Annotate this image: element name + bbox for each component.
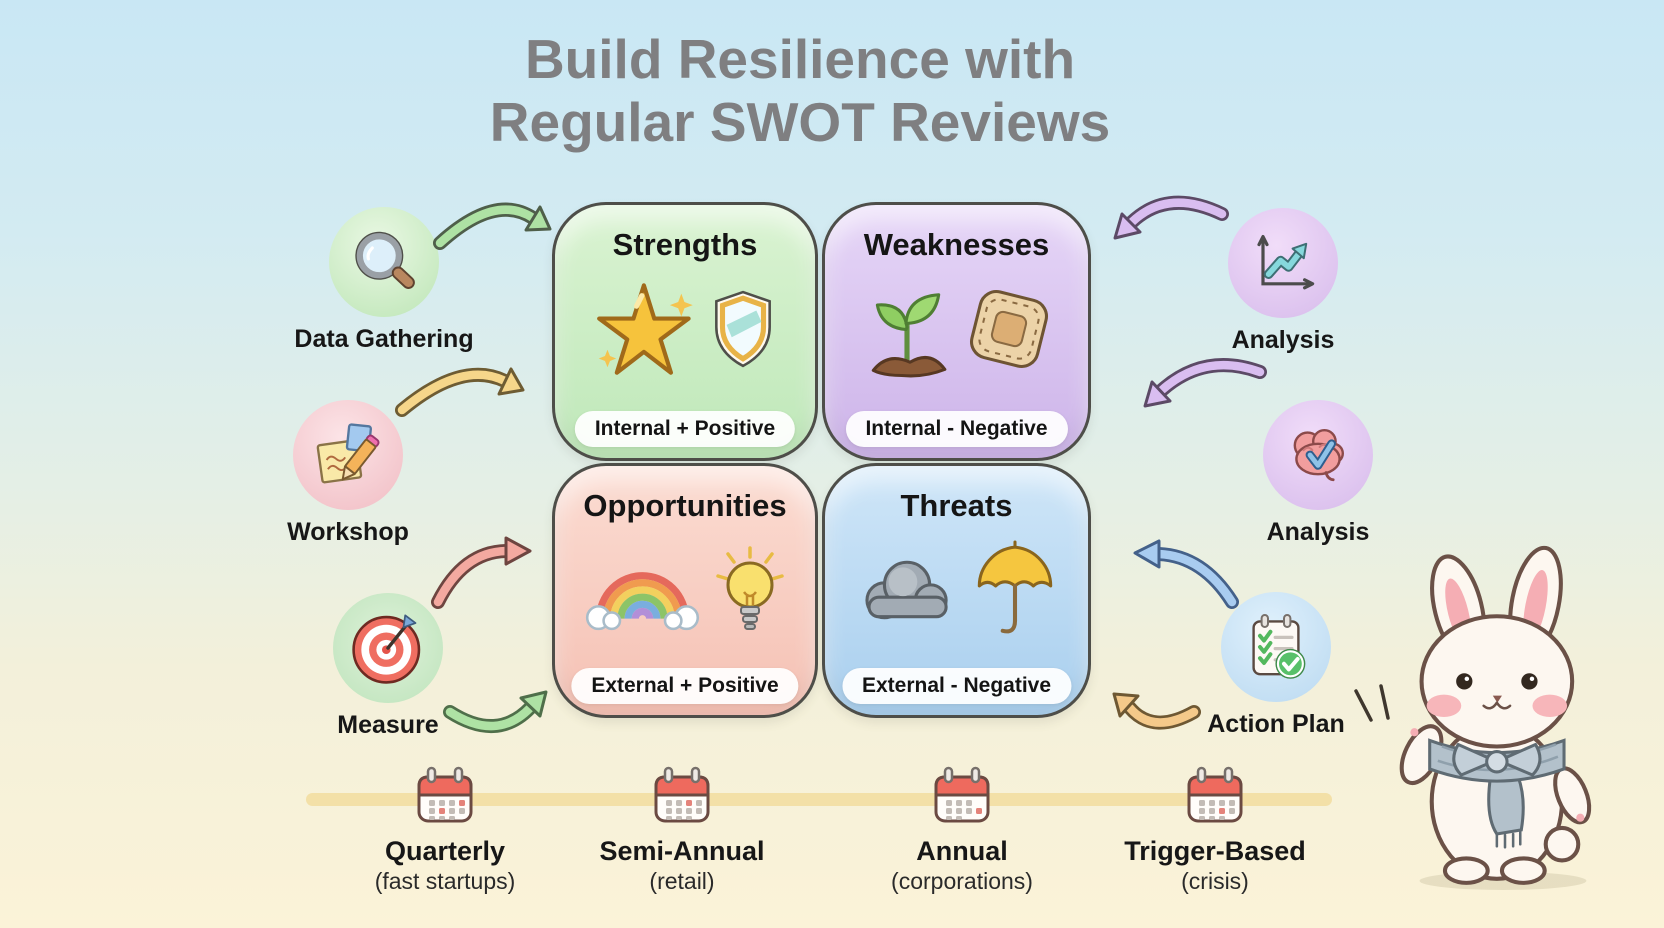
umbrella-icon (969, 539, 1061, 641)
brain-check-icon (1263, 400, 1373, 510)
rainbow-icon (584, 547, 702, 633)
timeline-label: Annual (916, 836, 1008, 866)
calendar-icon (1186, 765, 1244, 825)
checklist-icon (1221, 592, 1331, 702)
calendar-icon (933, 765, 991, 825)
bunny-illustration (1392, 545, 1618, 891)
weaknesses-icons (825, 267, 1088, 391)
step-label-analysis-chart: Analysis (1231, 326, 1335, 354)
step-label-workshop: Workshop (287, 518, 409, 546)
timeline-item-semi-annual: Semi-Annual (retail) (552, 765, 812, 895)
strengths-card: Strengths Internal + Positive (552, 202, 818, 461)
trend-chart-icon (1228, 208, 1338, 318)
strengths-icons (555, 267, 815, 391)
step-label-measure: Measure (337, 711, 439, 739)
step-measure: Measure (258, 593, 518, 740)
calendar-icon (653, 765, 711, 825)
lightbulb-icon (714, 544, 786, 636)
bandage-icon (965, 285, 1053, 373)
magnifier-icon (329, 207, 439, 317)
cloud-icon (853, 553, 957, 627)
page-title: Build Resilience with Regular SWOT Revie… (368, 28, 1232, 154)
timeline-item-annual: Annual (corporations) (832, 765, 1092, 895)
timeline-sublabel: (fast startups) (374, 868, 516, 894)
step-action-plan: Action Plan (1146, 592, 1406, 739)
timeline-label: Trigger-Based (1124, 836, 1306, 866)
timeline-item-trigger-based: Trigger-Based (crisis) (1085, 765, 1345, 895)
timeline-sublabel: (crisis) (1181, 868, 1249, 894)
strengths-tag: Internal + Positive (574, 411, 796, 447)
calendar-icon (416, 765, 474, 825)
target-icon (333, 593, 443, 703)
sprout-icon (861, 279, 953, 379)
step-analysis-chart: Analysis (1153, 208, 1413, 355)
opportunities-tag: External + Positive (571, 668, 799, 704)
timeline-item-quarterly: Quarterly (fast startups) (315, 765, 575, 895)
step-analysis-brain: Analysis (1188, 400, 1448, 547)
sticky-notes-pencil-icon (293, 400, 403, 510)
timeline-label: Quarterly (384, 836, 506, 866)
weaknesses-tag: Internal - Negative (845, 411, 1068, 447)
step-label-action-plan: Action Plan (1207, 710, 1345, 738)
timeline-sublabel: (retail) (649, 868, 715, 894)
opportunities-card: Opportunities (552, 463, 818, 718)
star-icon (595, 277, 699, 381)
timeline-label: Semi-Annual (599, 836, 765, 866)
step-workshop: Workshop (218, 400, 478, 547)
timeline-sublabel: (corporations) (891, 868, 1033, 894)
threats-card: Threats (822, 463, 1091, 718)
title-line-1: Build Resilience with (524, 28, 1076, 90)
step-label-analysis-brain: Analysis (1266, 518, 1370, 546)
opportunities-title: Opportunities (583, 488, 787, 523)
title-line-2: Regular SWOT Reviews (489, 91, 1111, 153)
threats-icons (825, 528, 1088, 652)
weaknesses-card: Weaknesses Intern (822, 202, 1091, 461)
timeline-line (306, 793, 1332, 806)
weaknesses-title: Weaknesses (863, 227, 1050, 262)
opportunities-icons (555, 528, 815, 652)
threats-title: Threats (900, 488, 1013, 523)
step-label-data-gathering: Data Gathering (294, 325, 474, 353)
strengths-title: Strengths (612, 227, 758, 262)
threats-tag: External - Negative (841, 668, 1072, 704)
step-data-gathering: Data Gathering (254, 207, 514, 354)
shield-icon (711, 289, 775, 369)
